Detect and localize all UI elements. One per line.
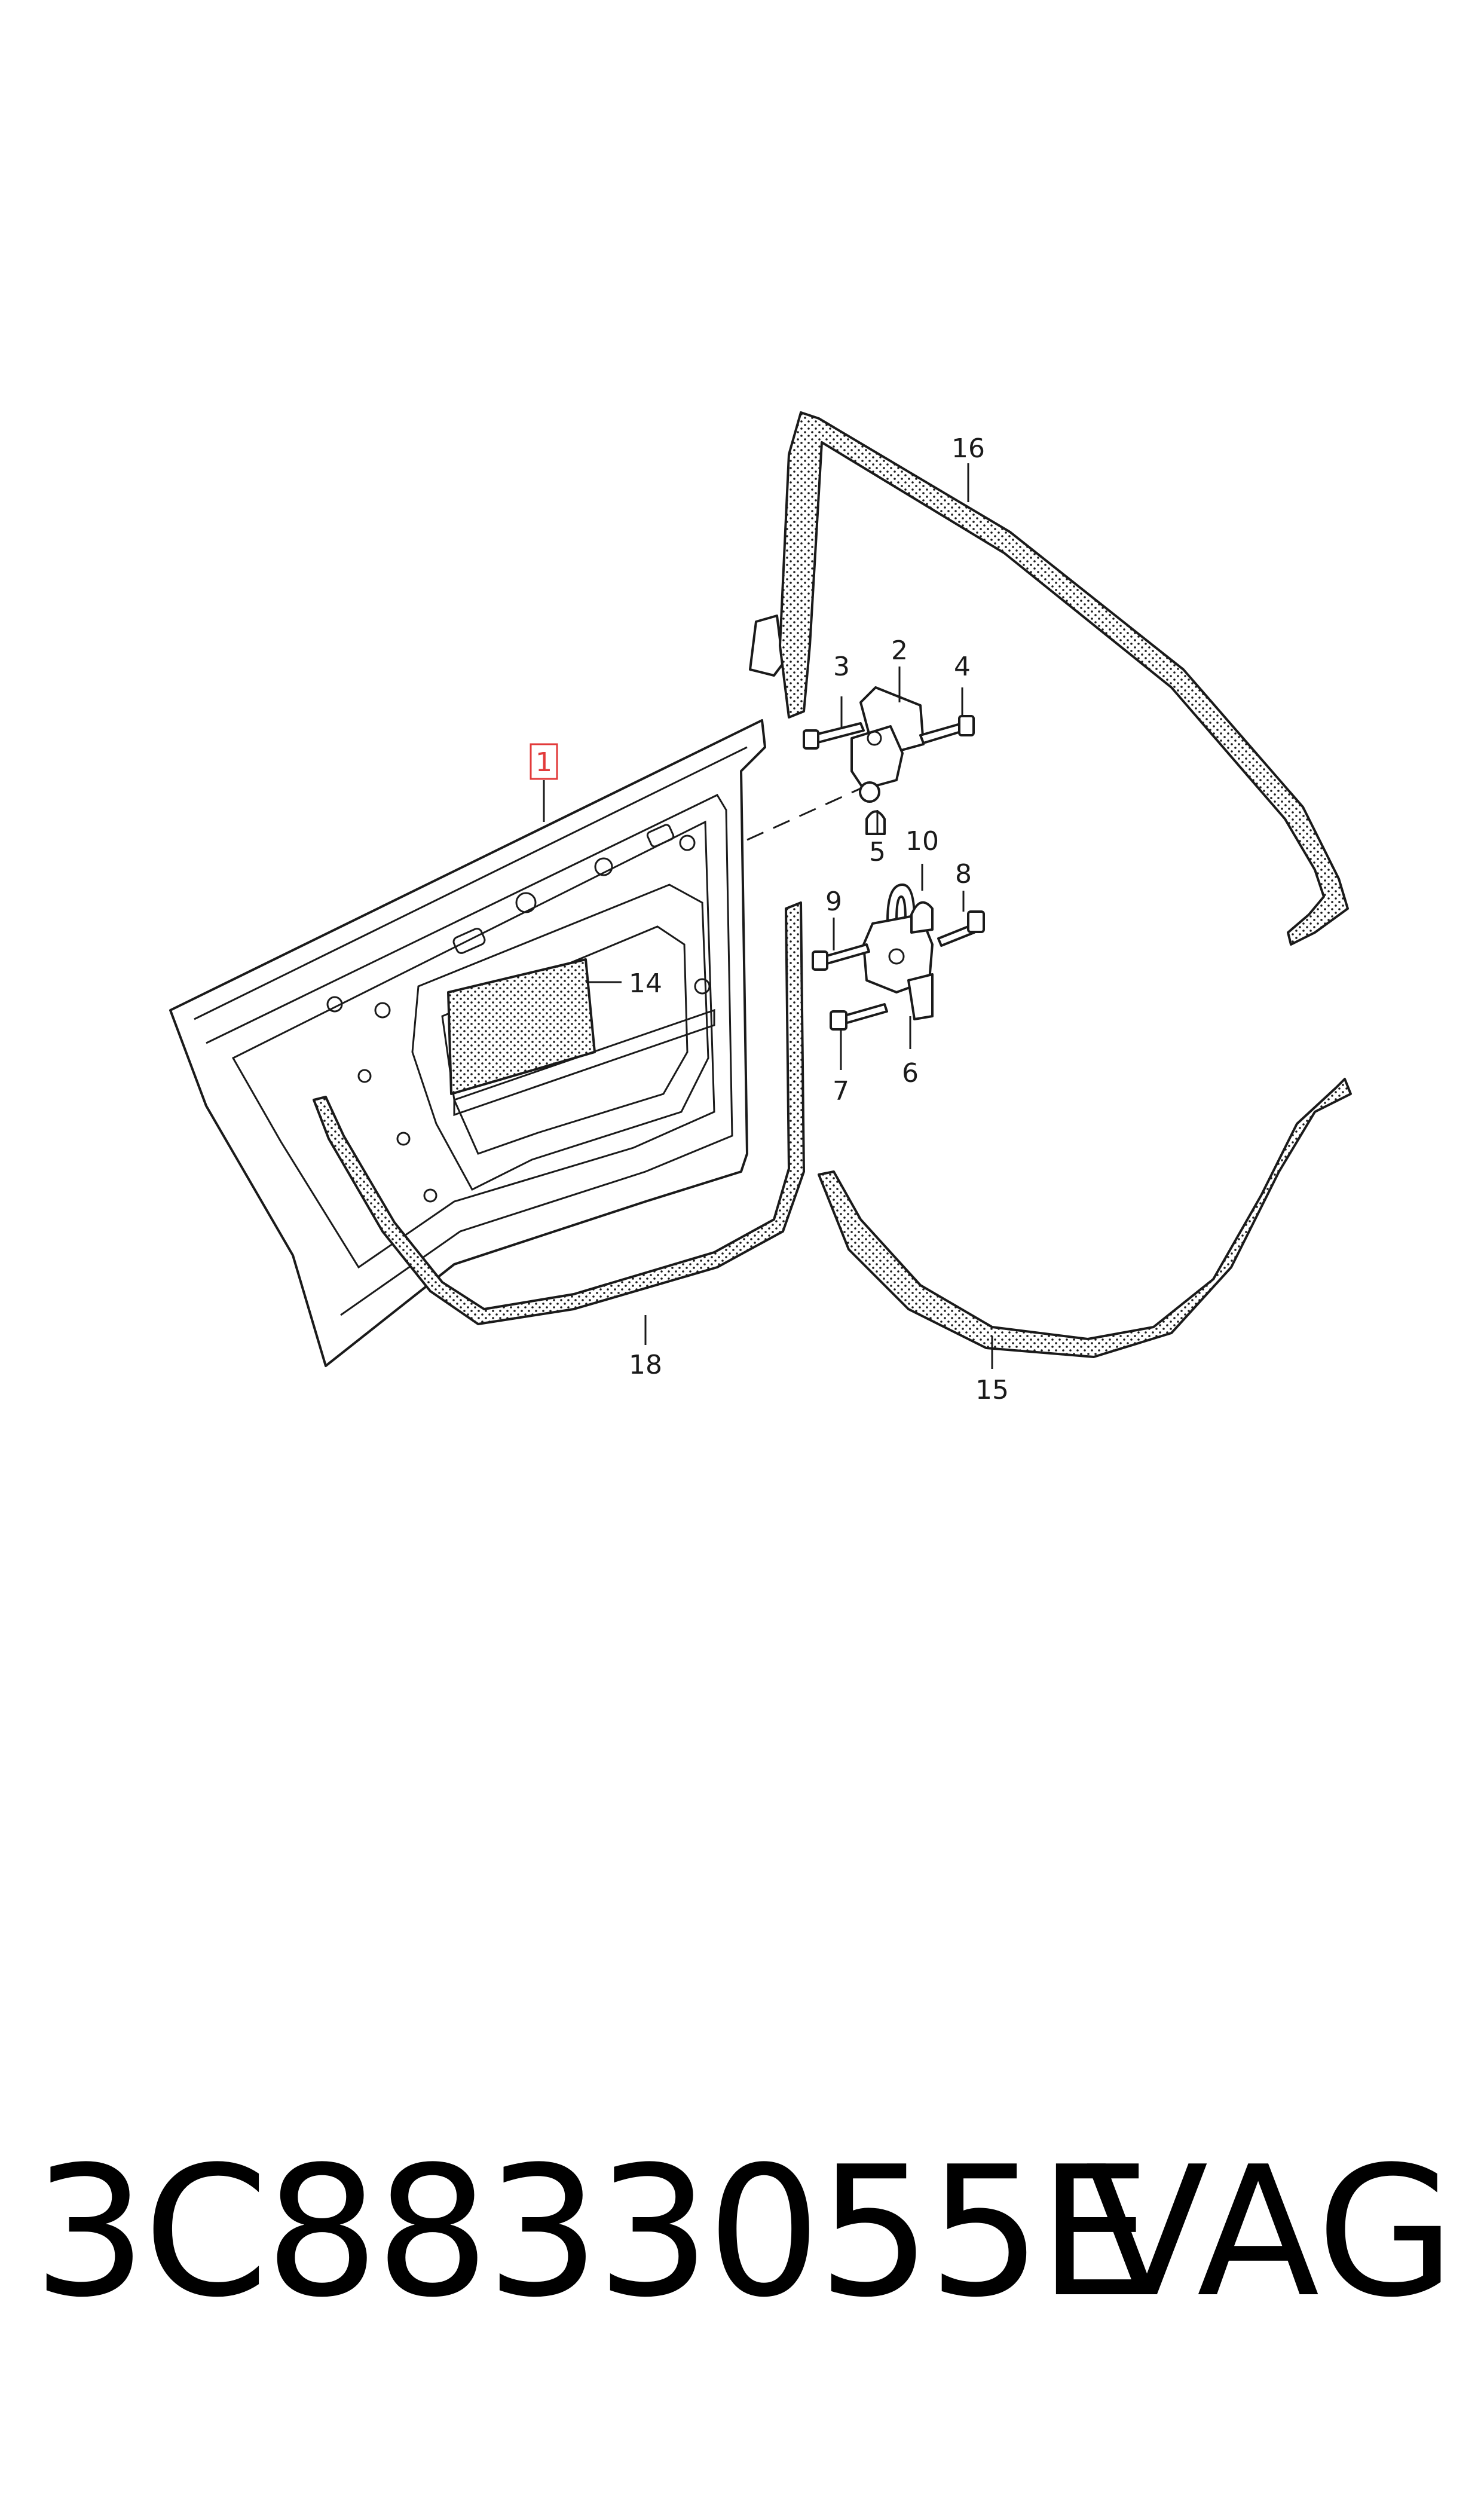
callout-1[interactable]: 1 bbox=[536, 747, 552, 778]
brand-name: VAG bbox=[1085, 2128, 1455, 2337]
callout-14[interactable]: 14 bbox=[629, 968, 662, 999]
callout-10[interactable]: 10 bbox=[905, 826, 939, 857]
callout-1-highlight bbox=[530, 743, 558, 780]
window-seal-upper bbox=[749, 411, 1349, 946]
callout-2[interactable]: 2 bbox=[891, 635, 908, 666]
upper-hinge bbox=[850, 686, 925, 803]
lower-hinge bbox=[862, 883, 934, 1020]
callout-8[interactable]: 8 bbox=[955, 859, 972, 889]
bolt-9 bbox=[812, 943, 870, 971]
callout-15[interactable]: 15 bbox=[975, 1375, 1009, 1405]
callout-3[interactable]: 3 bbox=[833, 652, 850, 682]
bolt-7 bbox=[830, 1003, 888, 1031]
callout-6[interactable]: 6 bbox=[902, 1058, 919, 1089]
bolt-8 bbox=[937, 910, 985, 947]
callout-4[interactable]: 4 bbox=[954, 652, 971, 682]
callout-5[interactable]: 5 bbox=[869, 837, 886, 867]
bolt-3 bbox=[803, 722, 865, 750]
footer-caption: 3C8833055E VAG bbox=[33, 2128, 1455, 2379]
door-seal-lower bbox=[313, 901, 805, 1325]
bolt-4 bbox=[919, 715, 975, 744]
callout-18[interactable]: 18 bbox=[629, 1350, 662, 1380]
callout-16[interactable]: 16 bbox=[951, 433, 985, 464]
sound-pad bbox=[447, 958, 715, 1117]
pin-5 bbox=[865, 810, 886, 835]
door-seal-lateral bbox=[818, 1078, 1352, 1358]
callout-9[interactable]: 9 bbox=[825, 886, 842, 917]
part-number: 3C8833055E bbox=[33, 2128, 1152, 2337]
leader-lines bbox=[543, 463, 993, 1369]
cap-10 bbox=[910, 901, 934, 934]
callout-7[interactable]: 7 bbox=[833, 1076, 849, 1106]
